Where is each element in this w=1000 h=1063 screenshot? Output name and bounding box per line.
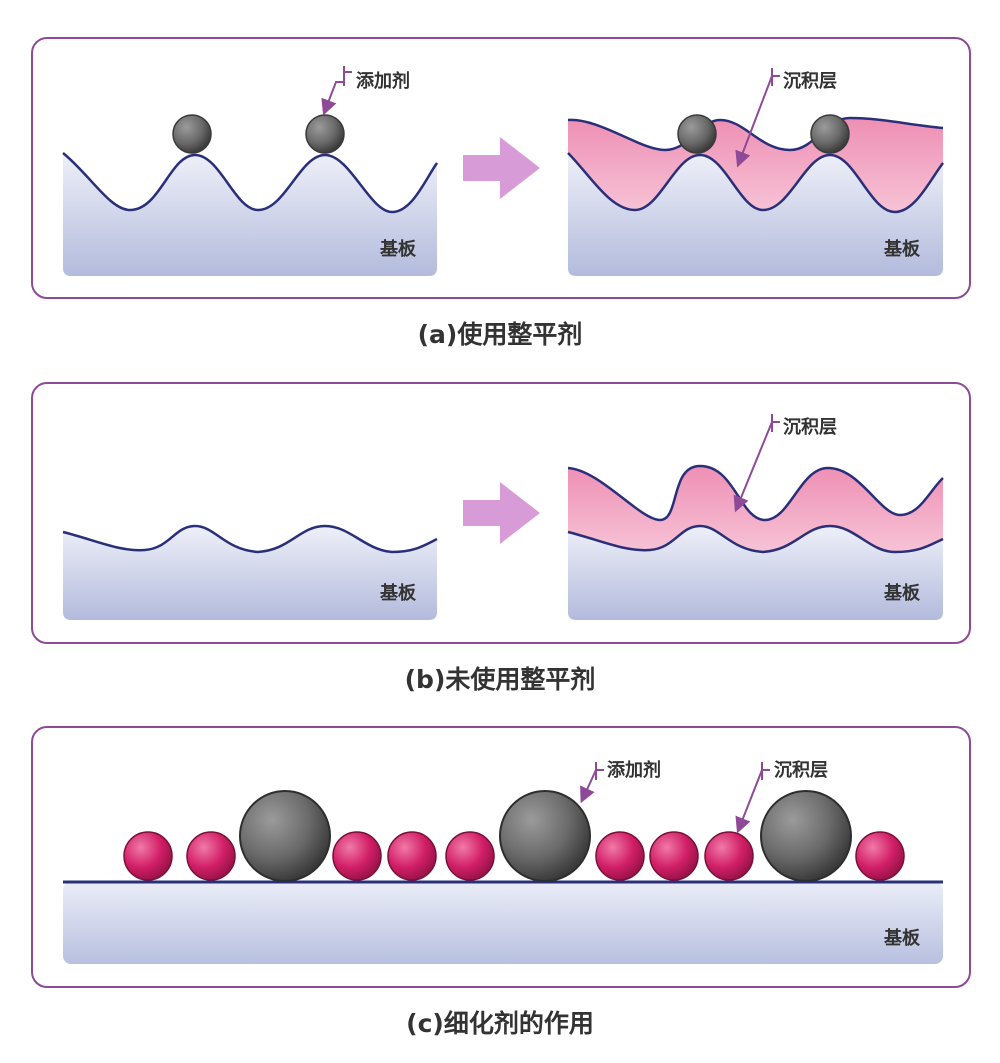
deposit-particle [704,831,754,881]
panel-a-transition-arrow [463,137,540,199]
panel-c-substrate-label: 基板 [883,927,921,949]
panel-a-caption: (a)使用整平剂 [417,320,583,349]
deposit-particle [123,831,173,881]
panel-c-additive-particles [239,790,852,882]
panel-a-right-substrate-label: 基板 [883,238,921,260]
panel-c-substrate [63,882,943,964]
panel-a-right-additive-particle-2 [810,114,850,154]
panel-b-right-substrate [568,526,943,620]
panel-a-right-additive-particle-1 [677,114,717,154]
panel-a-left-substrate-label: 基板 [379,238,417,260]
deposit-particle [445,831,495,881]
panel-b-right-substrate-label: 基板 [883,582,921,604]
panel-a-left-substrate [63,153,437,276]
panel-c-deposit-label: 沉积层 [774,760,828,781]
panel-a-right-substrate-edge [567,152,944,214]
deposit-particle [649,831,699,881]
additive-particle [760,790,852,882]
panel-b-frame [31,382,971,644]
panel-b-caption: (b)未使用整平剂 [404,665,596,694]
panel-c-additive-label: 添加剂 [607,759,661,781]
panel-c-deposit-particles [123,831,905,881]
panel-a-right-substrate [568,153,943,276]
panel-a-additive-label: 添加剂 [356,70,410,92]
deposit-particle [387,831,437,881]
additive-particle [239,790,331,882]
panel-a-left-substrate-edge [62,152,439,214]
panel-b-left-substrate-label: 基板 [379,582,417,604]
panel-c-caption: (c)细化剂的作用 [406,1009,594,1038]
panel-a-frame [31,37,971,299]
panel-b-left-substrate [63,526,437,620]
panel-b-right-substrate-edge [567,524,944,554]
panel-b-deposit-label: 沉积层 [783,417,837,438]
panel-b-left-substrate-edge [62,524,438,554]
panel-a-left-additive-particle-1 [172,114,212,154]
deposit-particle [595,831,645,881]
panel-c-frame [31,726,971,988]
panel-a-right-deposit-top-edge [567,116,944,152]
deposit-particle [332,831,382,881]
panel-b-transition-arrow [463,482,540,544]
panel-b-right-deposit-top-edge [567,464,944,522]
additive-particle [499,790,591,882]
deposit-particle [855,831,905,881]
deposit-particle [186,831,236,881]
panel-a-deposit-label: 沉积层 [783,71,837,92]
